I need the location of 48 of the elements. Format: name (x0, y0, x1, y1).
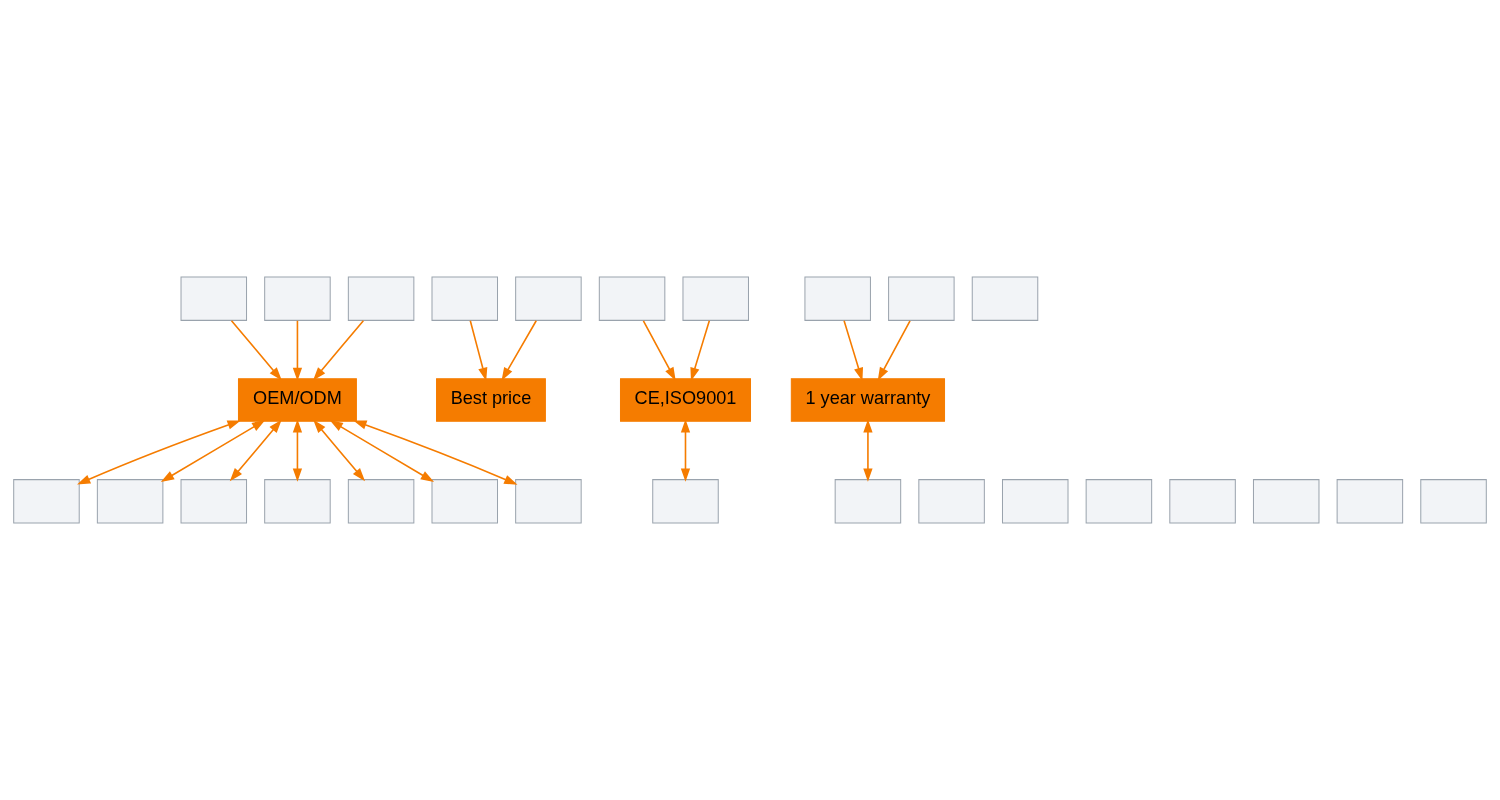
node-box (13, 479, 80, 524)
arrow (329, 420, 435, 483)
node-box: OEM/ODM (237, 378, 357, 422)
node-box (96, 479, 164, 524)
arrow (292, 419, 303, 482)
node-box (918, 479, 985, 524)
node-box (347, 479, 415, 524)
arrow (229, 419, 282, 482)
arrow (160, 420, 266, 483)
arrow (313, 419, 366, 482)
node-box (804, 276, 871, 321)
arrow (230, 319, 282, 381)
node-box (1085, 479, 1153, 524)
node-box (180, 276, 248, 321)
node-box (1420, 479, 1487, 524)
node-box (652, 479, 719, 524)
node-box (431, 479, 498, 524)
node-box (1336, 479, 1404, 524)
node-box (834, 479, 902, 524)
arrow (863, 419, 873, 482)
node-box (264, 276, 331, 321)
node-box (180, 479, 248, 524)
node-box (682, 276, 749, 321)
arrow (501, 319, 538, 381)
arrow (77, 420, 241, 485)
node-box (431, 276, 498, 321)
node-box (347, 276, 415, 321)
node-box (888, 276, 955, 321)
arrow (469, 319, 488, 381)
arrow (642, 319, 676, 381)
node-box (515, 479, 582, 524)
node-box (1252, 479, 1320, 524)
arrow (680, 419, 691, 482)
node-box (598, 276, 666, 321)
arrow (843, 319, 864, 381)
node-box (264, 479, 331, 524)
node-box: Best price (436, 378, 546, 422)
node-box (1002, 479, 1069, 524)
node-box (971, 276, 1039, 321)
node-box (515, 276, 582, 321)
arrow (353, 420, 518, 485)
arrow (690, 319, 711, 381)
arrow (313, 319, 365, 381)
node-box: 1 year warranty (790, 378, 946, 422)
arrow (292, 319, 303, 382)
node-box (1169, 479, 1236, 524)
node-box: CE,ISO9001 (619, 378, 751, 422)
arrow (877, 319, 911, 381)
